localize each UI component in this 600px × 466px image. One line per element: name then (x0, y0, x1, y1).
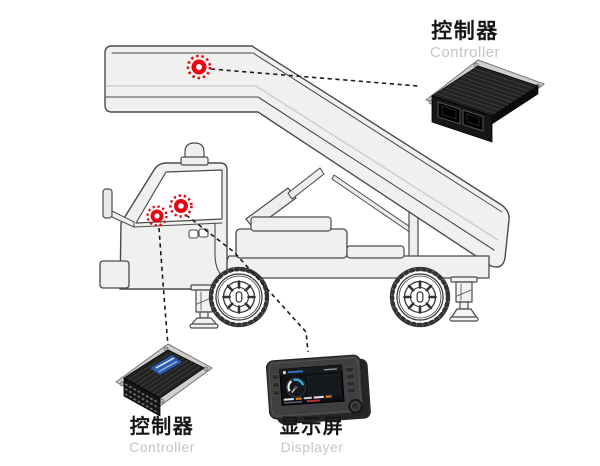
bed-box-large (235, 228, 348, 259)
bezel-buttons-right (345, 367, 356, 394)
controller-top-label-zh: 控制器 (431, 20, 499, 43)
controller-top-device (424, 59, 546, 143)
cab-right-marker (169, 194, 193, 218)
side-mirror (102, 188, 113, 219)
display-label: 显示屏 Displayer (252, 416, 372, 455)
controller-bottom-label-en: Controller (129, 439, 195, 455)
stair-assembly (104, 45, 510, 268)
bed-box-right (346, 245, 405, 259)
stair-rail-line-dark (105, 96, 495, 251)
cab-left-marker (146, 205, 168, 227)
screen-right-panel (306, 373, 341, 397)
door-handle-left (188, 229, 199, 239)
mirror-arm (111, 210, 135, 228)
heatsink-fins (436, 68, 534, 114)
front-support-jack (189, 284, 219, 329)
connector-line-left (158, 227, 169, 347)
display-label-en: Displayer (280, 439, 344, 455)
controller-bottom-label-zh: 控制器 (129, 416, 195, 438)
bezel-buttons-left (271, 374, 281, 396)
display-label-zh: 显示屏 (279, 416, 345, 438)
controller-bottom-label: 控制器 Controller (102, 416, 222, 455)
controller-top-label-en: Controller (429, 44, 501, 62)
stair-rail-line-top (111, 52, 503, 213)
screen-gauge (286, 377, 306, 398)
controller-top-label: 控制器 Controller (399, 20, 531, 61)
beacon-base (180, 156, 209, 166)
control-knob (348, 399, 363, 414)
front-wheel (208, 266, 270, 328)
bed-box-top (250, 216, 332, 232)
beacon-light-icon (184, 142, 205, 159)
connector-line-top (210, 68, 419, 87)
cab-window-sill (133, 222, 223, 228)
position-markers (146, 54, 212, 227)
screen-bottom-indicators (283, 395, 332, 404)
boarding-stairs-vehicle (99, 45, 510, 329)
hydraulic-cylinder-rod (287, 167, 325, 200)
screen-logo-icon (282, 370, 287, 375)
display-device (265, 354, 371, 425)
rear-support-jack (449, 276, 479, 322)
rear-wheel (389, 266, 451, 328)
front-bumper-box (99, 260, 130, 289)
controller-bottom-device (115, 343, 213, 417)
stair-platform-marker (186, 54, 212, 80)
pin-connector-rows (124, 383, 160, 414)
stair-rail-line-light (105, 85, 499, 241)
controller-box-front (123, 377, 161, 417)
stair-band (104, 45, 510, 268)
dashed-connectors (158, 68, 419, 353)
product-sticker (149, 354, 183, 376)
